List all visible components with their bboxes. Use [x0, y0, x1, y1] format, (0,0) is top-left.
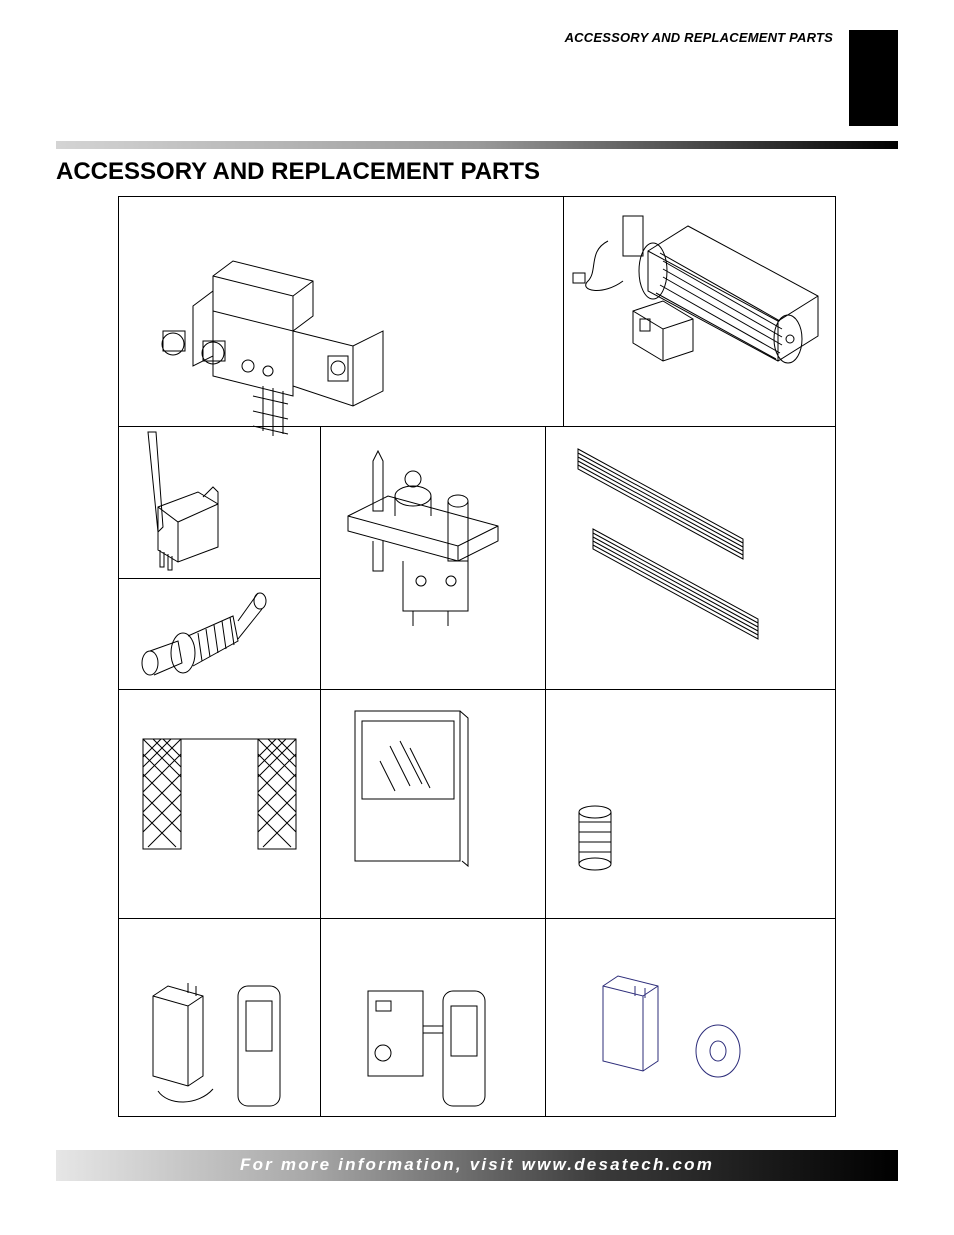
footer-bar: For more information, visit www.desatech…	[56, 1150, 898, 1181]
pilot-assembly-icon	[347, 449, 499, 626]
remote-thermostat-icon	[367, 990, 486, 1107]
fireplace-screen-icon	[142, 738, 297, 850]
grid-lines	[118, 196, 836, 1117]
page-title: ACCESSORY AND REPLACEMENT PARTS	[56, 158, 541, 185]
remote-control-icon	[152, 983, 281, 1107]
glass-door-icon	[354, 710, 469, 868]
running-header: ACCESSORY AND REPLACEMENT PARTS	[564, 30, 833, 45]
footer-website-text: For more information, visit www.desatech…	[239, 1155, 715, 1174]
switch-icon	[147, 431, 219, 571]
louver-icon	[577, 448, 759, 640]
blower-kit-icon	[572, 215, 819, 364]
section-tab	[849, 30, 898, 126]
conversion-fitting-icon	[578, 805, 612, 871]
piezo-igniter-icon	[141, 592, 267, 676]
gas-control-valve-icon	[161, 260, 384, 436]
header-gradient-bar	[56, 141, 898, 149]
wall-switch-receiver-icon	[602, 975, 741, 1078]
parts-grid	[118, 196, 836, 1117]
